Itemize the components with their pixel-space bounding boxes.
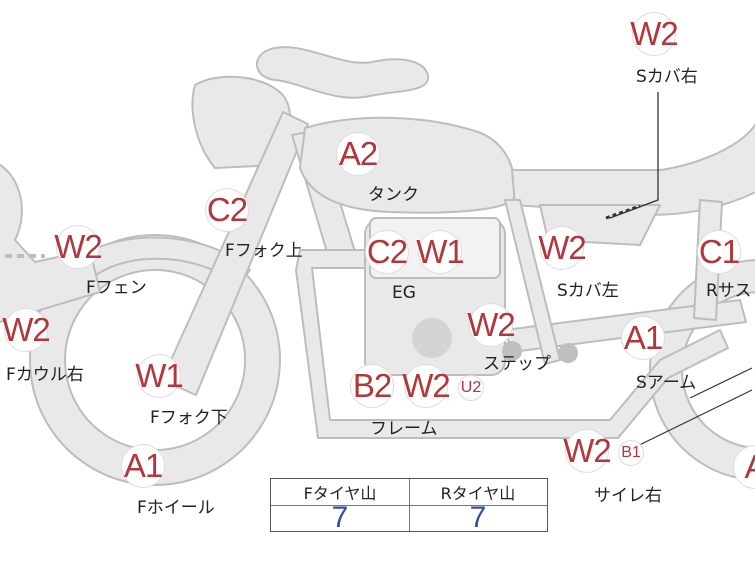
leader-muffler: [624, 389, 753, 453]
label-ffender: Fフェン: [86, 278, 147, 298]
marker-w2-muffler-right: W2: [563, 429, 612, 473]
engine-cover: [412, 318, 452, 358]
rear-subframe: [504, 199, 561, 365]
rear-tire-header: Rタイヤ山: [409, 479, 547, 506]
front-tire-header: Fタイヤ山: [271, 479, 409, 506]
step-peg-1: [502, 341, 522, 361]
marker-w2-fcowl-right: W2: [2, 308, 51, 352]
label-ffork-lower: Fフォク下: [150, 408, 228, 428]
marker-w1-eg: W1: [416, 230, 465, 274]
marker-w2-step: W2: [467, 303, 516, 347]
label-ffork-upper: Fフォク上: [225, 241, 303, 261]
label-s-arm: Sアーム: [636, 373, 697, 393]
handlebar: [256, 46, 430, 99]
front-tire-value: 7: [331, 501, 349, 534]
frame-cradle: [295, 249, 729, 439]
label-s-cover-left: Sカバ左: [557, 281, 619, 301]
label-fwheel: Fホイール: [137, 498, 215, 518]
leader-sarm: [689, 367, 753, 399]
label-step: ステップ: [483, 354, 551, 374]
label-s-cover-right: Sカバ右: [636, 67, 698, 87]
label-muffler-right: サイレ右: [594, 486, 662, 506]
front-fork: [161, 111, 309, 396]
sub-marker-u2-frame: U2: [458, 375, 484, 401]
label-tank: タンク: [368, 185, 419, 205]
table-divider: [409, 479, 410, 531]
step-peg-2: [558, 343, 578, 363]
marker-a1-fwheel: A1: [121, 444, 165, 488]
marker-c2-ffork-upper: C2: [205, 188, 249, 232]
seat: [511, 122, 755, 216]
marker-w1-ffork-lower: W1: [135, 354, 184, 398]
marker-c1-rsus: C1: [697, 230, 741, 274]
rear-tire-value: 7: [469, 501, 487, 534]
marker-a1-sarm: A1: [621, 316, 665, 360]
label-eg: EG: [392, 283, 416, 303]
marker-c2-eg: C2: [365, 230, 409, 274]
label-frame: フレーム: [370, 419, 438, 439]
tire-tread-table: Fタイヤ山 Rタイヤ山 7 7: [270, 478, 548, 534]
marker-b2-frame: B2: [350, 364, 394, 408]
sub-marker-b1-muffler: B1: [618, 440, 644, 466]
leader-s-cover-right: [609, 92, 659, 219]
marker-w2-s-cover-left: W2: [538, 226, 587, 270]
leader-s-cover-right-dash: [605, 204, 641, 220]
marker-w2-s-cover-right: W2: [630, 12, 679, 56]
marker-w2-ffender: W2: [54, 225, 103, 269]
marker-w2-frame: W2: [402, 364, 451, 408]
marker-a2-tank: A2: [336, 132, 380, 176]
label-rsus: Rサス: [706, 281, 752, 301]
label-fcowl-right: Fカウル右: [6, 365, 84, 385]
